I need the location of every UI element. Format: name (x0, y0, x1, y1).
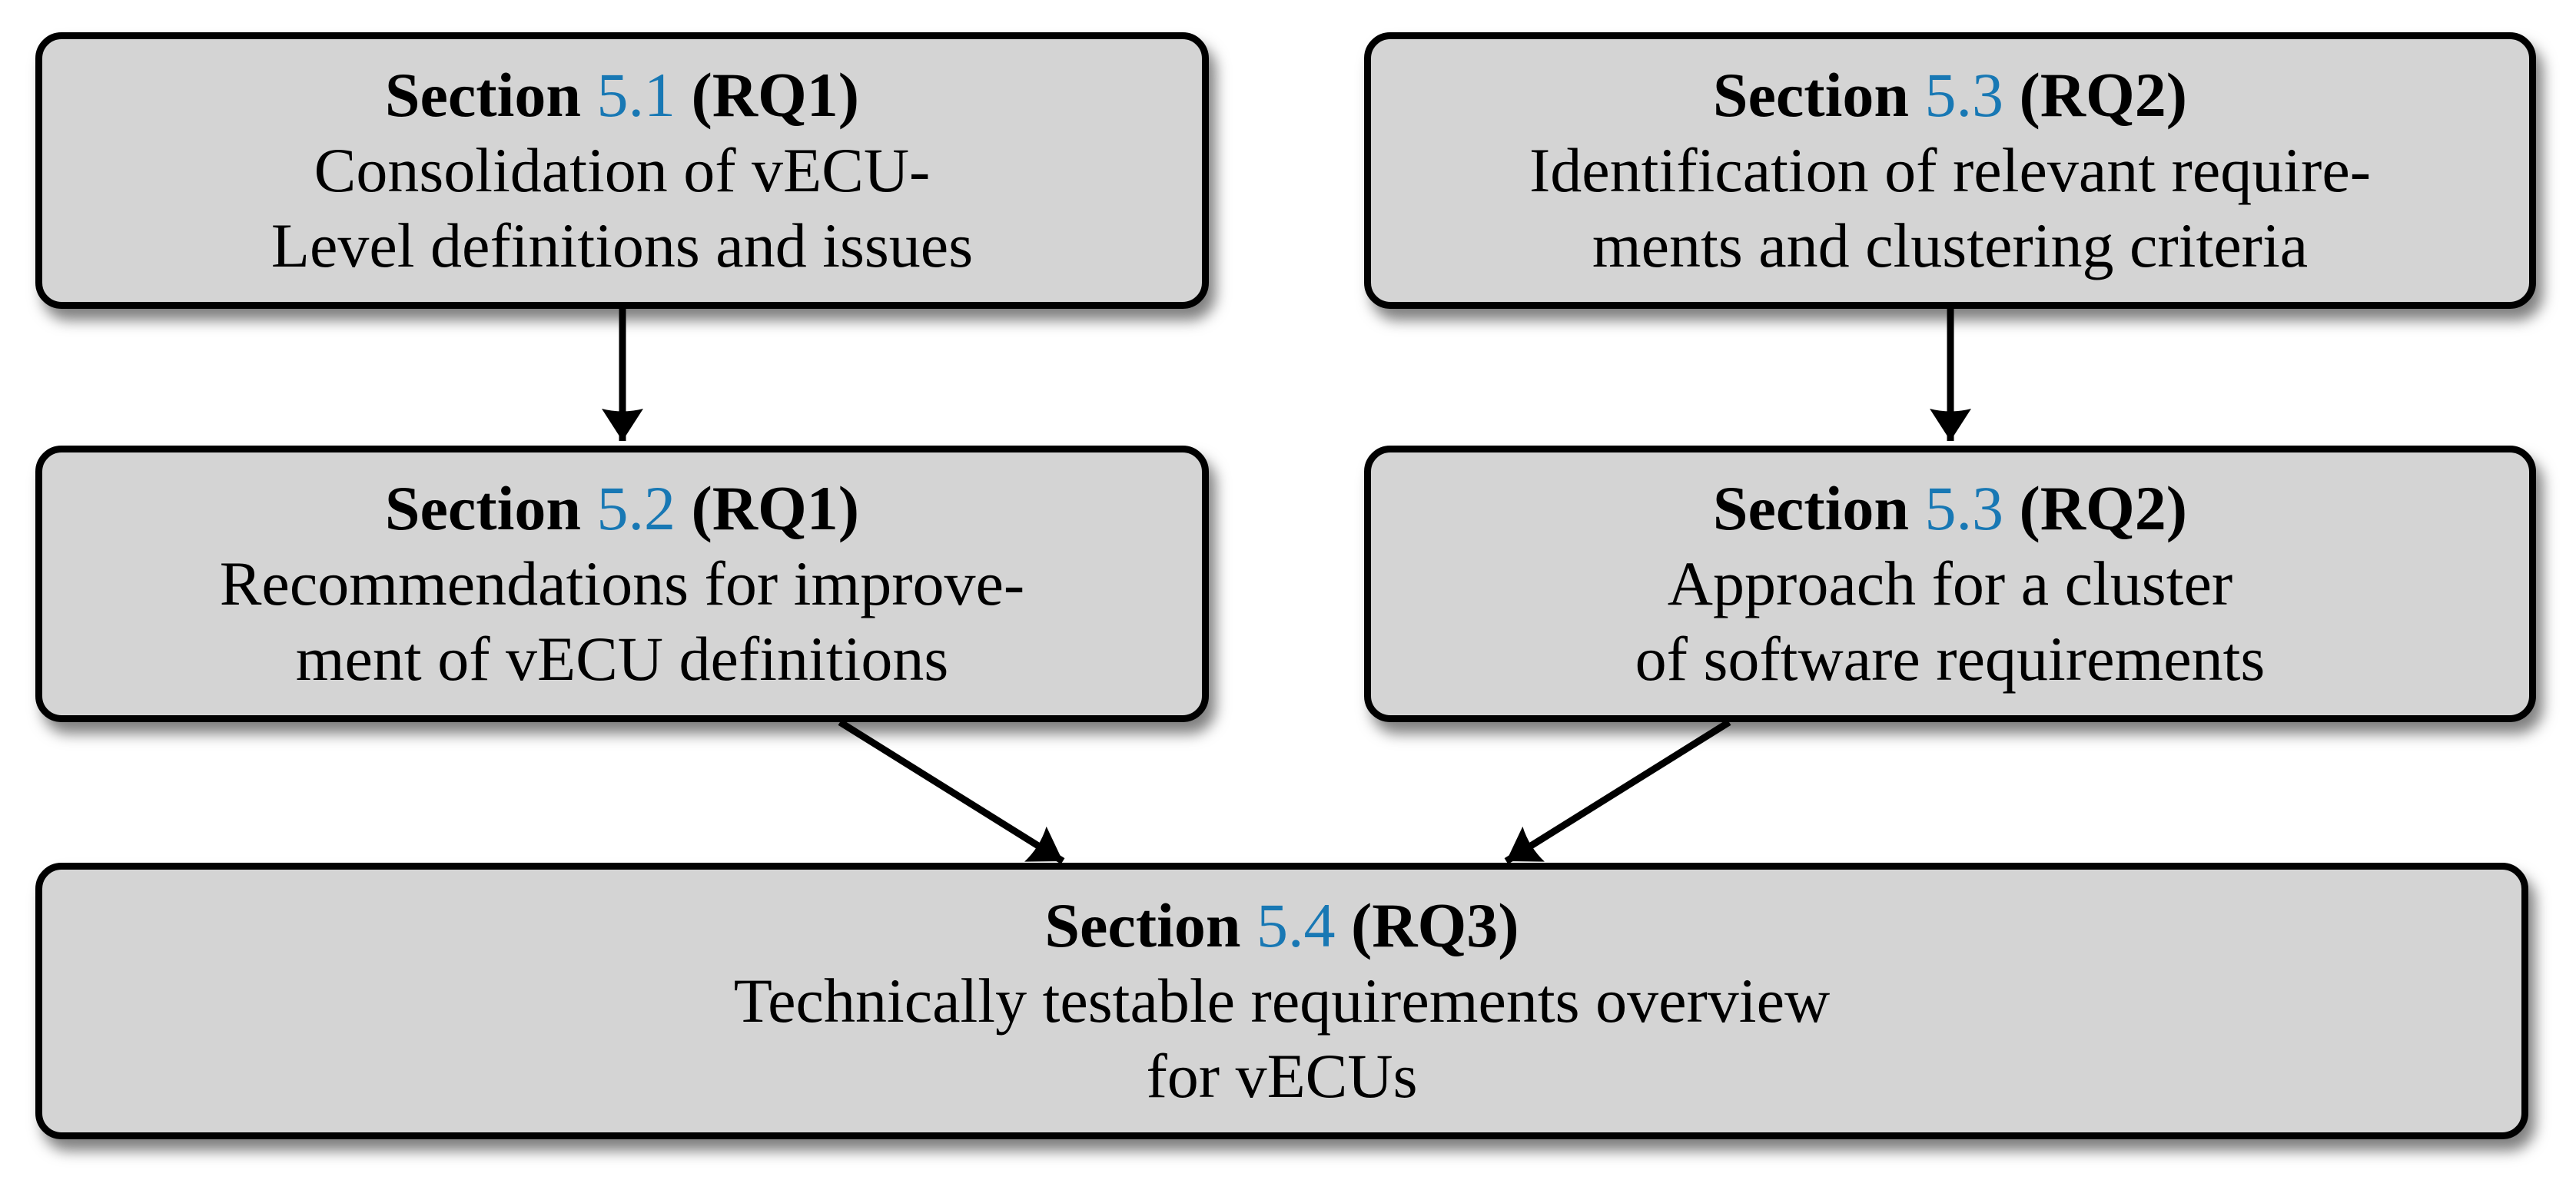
title-section-word: Section (1044, 890, 1241, 960)
title-section-word: Section (384, 60, 581, 130)
box-section-5-1: Section 5.1 (RQ1) Consolidation of vECU-… (35, 32, 1209, 309)
box-text-line: of software requirements (1635, 624, 2266, 694)
title-section-word: Section (1712, 60, 1909, 130)
box-text-line: Identification of relevant require- (1529, 135, 2372, 205)
title-section-word: Section (384, 473, 581, 543)
box-text-line: ment of vECU definitions (295, 624, 949, 694)
title-rq-tag: (RQ1) (691, 60, 860, 130)
title-section-number: 5.4 (1256, 890, 1336, 960)
title-section-number: 5.2 (596, 473, 676, 543)
arrow-5-2-to-5-4 (838, 719, 1065, 864)
box-section-5-4: Section 5.4 (RQ3) Technically testable r… (35, 863, 2528, 1139)
title-section-number: 5.1 (596, 60, 676, 130)
arrow-5-3bottom-to-5-4 (1504, 719, 1731, 864)
title-rq-tag: (RQ3) (1350, 890, 1519, 960)
box-title: Section 5.1 (RQ1) (385, 58, 859, 133)
box-title: Section 5.2 (RQ1) (385, 471, 859, 546)
title-section-number: 5.3 (1924, 473, 2003, 543)
box-text-line: Approach for a cluster (1667, 549, 2233, 618)
box-section-5-2: Section 5.2 (RQ1) Recommendations for im… (35, 446, 1209, 722)
title-rq-tag: (RQ2) (2019, 60, 2188, 130)
box-section-5-3-bottom: Section 5.3 (RQ2) Approach for a cluster… (1364, 446, 2536, 722)
box-text-line: Technically testable requirements overvi… (733, 966, 1831, 1036)
box-text-line: Recommendations for improve- (219, 549, 1025, 618)
title-rq-tag: (RQ2) (2019, 473, 2188, 543)
box-title: Section 5.3 (RQ2) (1713, 471, 2187, 546)
box-title: Section 5.4 (RQ3) (1044, 888, 1519, 963)
box-text-line: for vECUs (1146, 1041, 1418, 1111)
box-text-line: Consolidation of vECU- (314, 135, 931, 205)
title-section-number: 5.3 (1924, 60, 2003, 130)
title-section-word: Section (1712, 473, 1909, 543)
box-title: Section 5.3 (RQ2) (1713, 58, 2187, 133)
box-text-line: ments and clustering criteria (1592, 210, 2309, 280)
box-text-line: Level definitions and issues (271, 210, 974, 280)
title-rq-tag: (RQ1) (691, 473, 860, 543)
box-section-5-3-top: Section 5.3 (RQ2) Identification of rele… (1364, 32, 2536, 309)
